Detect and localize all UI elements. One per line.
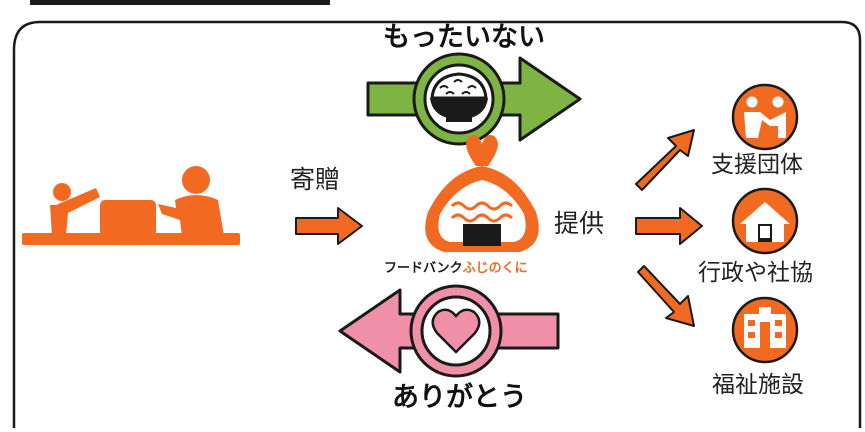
heart-icon xyxy=(431,308,481,354)
onigiri-icon xyxy=(425,135,539,252)
rice-bowl-icon xyxy=(430,72,488,122)
top-bar xyxy=(30,0,330,5)
handshake-icon xyxy=(731,83,799,151)
recipient-welfare: 福祉施設 xyxy=(712,372,804,398)
arigatou-label: ありがとう xyxy=(392,382,527,413)
arrow-to-welfare xyxy=(637,265,695,327)
provision-arrows xyxy=(635,129,703,327)
brand-name: フードバンクふじのくに xyxy=(384,262,528,275)
donation-arrow xyxy=(295,207,363,245)
arrow-to-government xyxy=(635,207,703,245)
building-icon xyxy=(731,296,799,364)
house-icon xyxy=(731,187,799,255)
brand-name-part1: フードバンク xyxy=(384,261,463,276)
recipient-support-groups: 支援団体 xyxy=(711,152,803,178)
brand-name-part2: ふじのくに xyxy=(462,261,528,276)
frame-border xyxy=(12,20,862,428)
donation-label: 寄贈 xyxy=(290,165,341,194)
recipient-government: 行政や社協 xyxy=(698,260,813,286)
mottainai-label: もったいない xyxy=(383,22,545,53)
provision-label: 提供 xyxy=(554,209,605,238)
arrow-to-support-groups xyxy=(635,129,695,191)
mottainai-arrow xyxy=(366,52,582,146)
person-giving-box-icon xyxy=(22,166,240,245)
arigatou-arrow xyxy=(338,284,560,378)
